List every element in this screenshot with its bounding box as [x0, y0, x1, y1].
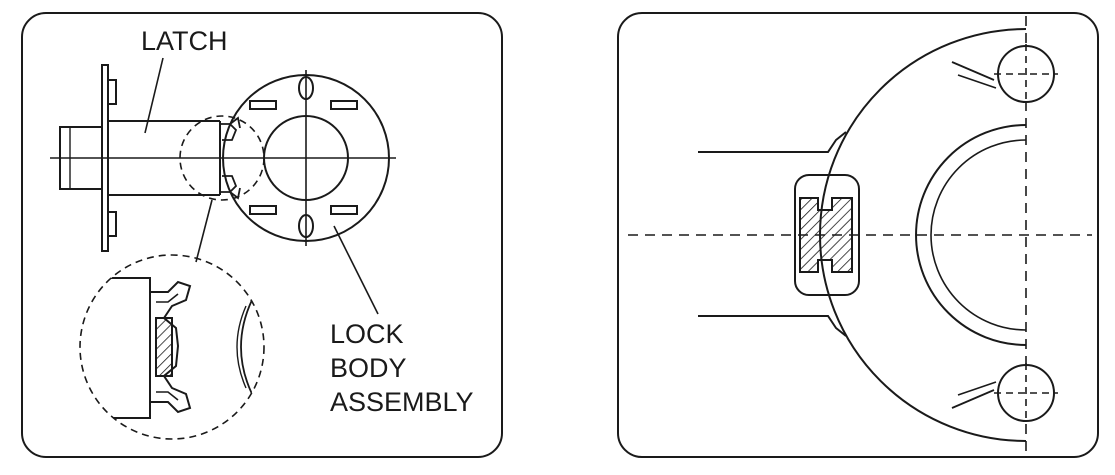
lock-body-screw-hole [298, 214, 314, 238]
lock-body-label-line1: LOCK [330, 319, 404, 349]
lock-body-slot [330, 205, 358, 215]
inset-leader [195, 199, 213, 263]
left-panel [21, 12, 503, 458]
latch-housing-top [698, 131, 847, 153]
inset-hook-profile [150, 280, 192, 414]
lock-body-screw-hole [298, 76, 314, 100]
inset-housing-wall [80, 277, 151, 419]
lock-body-leader [333, 225, 379, 315]
latch-housing-bottom [698, 315, 847, 337]
screw-tab-top [951, 61, 995, 81]
lock-body-label-line2: BODY [330, 353, 407, 383]
lock-body-label-line3: ASSEMBLY [330, 387, 474, 417]
lock-body-slot [330, 100, 358, 110]
latch-tail-bottom [220, 175, 241, 200]
right-panel [617, 12, 1099, 458]
latch-bolt [59, 126, 103, 190]
screw-tab-bottom-inner [957, 381, 997, 396]
latch-flange-tab-bottom [107, 211, 117, 237]
latch-label: LATCH [141, 26, 228, 56]
inset-hatched-section [155, 317, 173, 377]
screw-tab-top-inner [957, 74, 997, 89]
left-panel-frame [21, 12, 503, 458]
latch-tail-hatched [799, 197, 853, 273]
lock-body-slot [249, 205, 277, 215]
latch-leader [144, 57, 164, 134]
lock-body-slot [249, 100, 277, 110]
right-panel-frame [617, 12, 1099, 458]
zoom-inset-content [80, 277, 253, 419]
latch-flange-tab-top [107, 79, 117, 105]
inset-hook-inner [156, 293, 179, 401]
inset-edge-arc [240, 299, 253, 395]
screw-tab-bottom [951, 389, 995, 409]
zoom-inset-circle [79, 254, 265, 440]
inset-edge-arc-inner [236, 305, 247, 389]
lock-body-middle-arc [915, 124, 1027, 346]
latch-tail-block [794, 174, 860, 296]
lock-body-inner-arc [930, 139, 1027, 331]
latch-tail-top [220, 116, 241, 141]
